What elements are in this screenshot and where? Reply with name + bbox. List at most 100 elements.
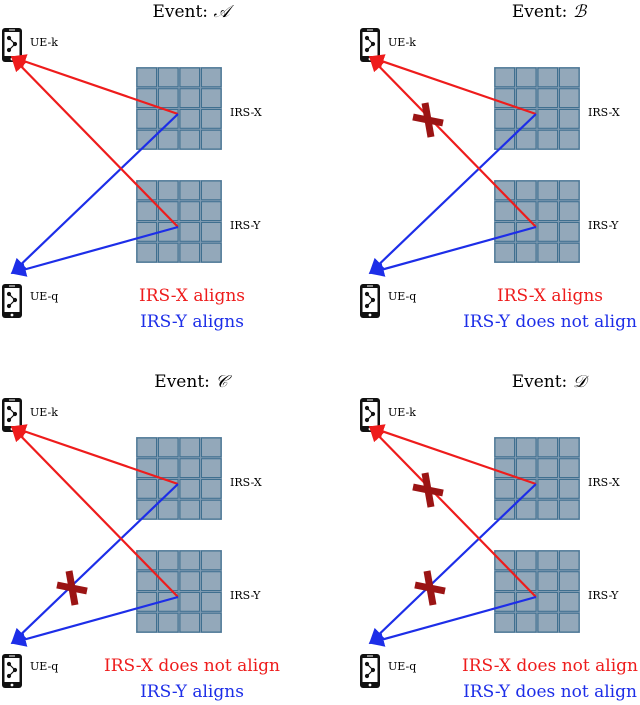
event-symbol: 𝒟 bbox=[573, 372, 590, 392]
ue-q-device bbox=[2, 284, 22, 318]
irs-y-label: IRS-Y bbox=[588, 589, 619, 602]
irs-x-status-caption: IRS-X aligns bbox=[139, 286, 245, 306]
irs-element bbox=[158, 571, 179, 591]
irs-element bbox=[201, 592, 222, 612]
irs-element bbox=[516, 550, 537, 571]
irs-element bbox=[559, 180, 580, 201]
irs-element bbox=[136, 88, 157, 108]
irs-element bbox=[136, 550, 157, 571]
irs-element bbox=[201, 201, 222, 221]
irs-element bbox=[179, 88, 200, 108]
ue-q-label: UE-q bbox=[388, 290, 416, 303]
irs-element bbox=[559, 437, 580, 458]
irs-element bbox=[179, 109, 200, 129]
irs-y-label: IRS-Y bbox=[588, 219, 619, 232]
irs-element bbox=[559, 550, 580, 571]
irs-element bbox=[516, 458, 537, 478]
ue-k-device bbox=[2, 398, 22, 432]
ue-k-label: UE-k bbox=[30, 36, 58, 49]
event-title-prefix: Event: bbox=[152, 2, 213, 22]
irs-element bbox=[179, 180, 200, 201]
ue-k-label: UE-k bbox=[388, 406, 416, 419]
ue-k-device bbox=[2, 28, 22, 62]
ue-q-device bbox=[360, 284, 380, 318]
irs-element bbox=[537, 109, 558, 129]
irs-element bbox=[559, 129, 580, 150]
irs-x-label: IRS-X bbox=[230, 476, 262, 489]
event-symbol: 𝒜 bbox=[213, 2, 234, 22]
irs-y-panel bbox=[136, 550, 222, 633]
irs-element bbox=[537, 499, 558, 520]
irs-x-to-ue-q-path bbox=[368, 483, 537, 645]
ue-k-device bbox=[360, 398, 380, 432]
irs-element bbox=[179, 437, 200, 458]
irs-element bbox=[494, 67, 515, 88]
irs-x-panel bbox=[494, 67, 580, 150]
irs-element bbox=[494, 201, 515, 221]
irs-element bbox=[201, 437, 222, 458]
irs-element bbox=[537, 612, 558, 633]
irs-element bbox=[516, 180, 537, 201]
ue-k-device bbox=[360, 28, 380, 62]
irs-y-panel bbox=[494, 550, 580, 633]
irs-element bbox=[537, 479, 558, 499]
irs-element bbox=[136, 67, 157, 88]
irs-element bbox=[158, 88, 179, 108]
irs-element bbox=[136, 180, 157, 201]
irs-element bbox=[201, 67, 222, 88]
cross-icon bbox=[414, 570, 446, 606]
ue-q-label: UE-q bbox=[30, 660, 58, 673]
irs-element bbox=[201, 499, 222, 520]
irs-y-panel bbox=[494, 180, 580, 263]
event-title-prefix: Event: bbox=[512, 372, 573, 392]
irs-element bbox=[516, 67, 537, 88]
irs-element bbox=[494, 479, 515, 499]
irs-element bbox=[158, 201, 179, 221]
irs-element bbox=[537, 180, 558, 201]
irs-element bbox=[158, 458, 179, 478]
event-title: Event: 𝒞 bbox=[154, 372, 232, 392]
irs-element bbox=[559, 242, 580, 263]
irs-x-panel bbox=[494, 437, 580, 520]
irs-element bbox=[158, 180, 179, 201]
irs-element bbox=[537, 571, 558, 591]
irs-x-to-ue-k-path bbox=[368, 54, 537, 116]
irs-element bbox=[559, 479, 580, 499]
irs-element bbox=[559, 201, 580, 221]
ue-q-label: UE-q bbox=[30, 290, 58, 303]
irs-element bbox=[516, 242, 537, 263]
irs-element bbox=[179, 458, 200, 478]
irs-y-to-ue-k-path bbox=[368, 425, 537, 598]
irs-element bbox=[201, 129, 222, 150]
irs-y-to-ue-k-path bbox=[10, 55, 179, 228]
irs-element bbox=[158, 499, 179, 520]
irs-element bbox=[516, 201, 537, 221]
irs-x-to-ue-k-path bbox=[368, 424, 537, 486]
irs-element bbox=[136, 201, 157, 221]
irs-element bbox=[158, 612, 179, 633]
event-title: Event: 𝒟 bbox=[512, 372, 590, 392]
irs-element bbox=[559, 88, 580, 108]
irs-element bbox=[201, 88, 222, 108]
irs-y-to-ue-q-path bbox=[10, 595, 179, 647]
irs-element bbox=[516, 129, 537, 150]
irs-element bbox=[201, 109, 222, 129]
event-title: Event: ℬ bbox=[512, 2, 588, 22]
irs-y-label: IRS-Y bbox=[230, 219, 261, 232]
irs-y-to-ue-k-path bbox=[368, 55, 537, 228]
irs-x-to-ue-q-path bbox=[10, 483, 179, 645]
irs-element bbox=[494, 180, 515, 201]
irs-element bbox=[179, 129, 200, 150]
irs-element bbox=[136, 479, 157, 499]
irs-element bbox=[136, 437, 157, 458]
irs-element bbox=[559, 109, 580, 129]
irs-element bbox=[136, 109, 157, 129]
irs-element bbox=[494, 109, 515, 129]
irs-x-status-caption: IRS-X does not align bbox=[462, 656, 638, 676]
irs-element bbox=[494, 458, 515, 478]
irs-element bbox=[179, 67, 200, 88]
irs-x-label: IRS-X bbox=[230, 106, 262, 119]
